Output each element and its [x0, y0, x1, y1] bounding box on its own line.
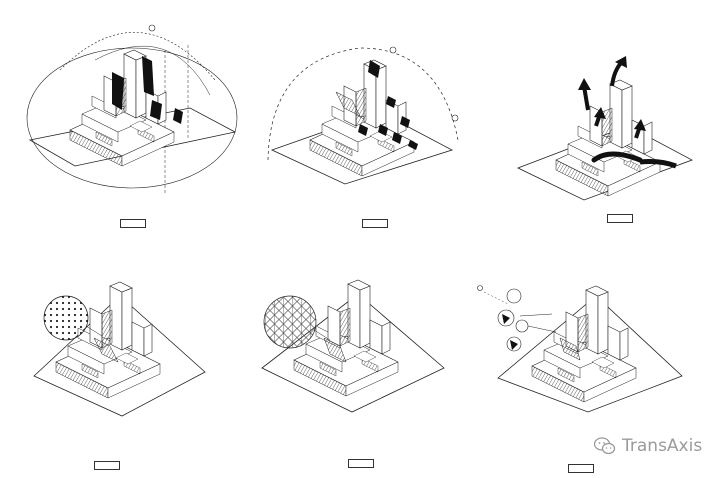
pattern-facade [559, 337, 581, 361]
caption-wind-flow [607, 214, 633, 223]
sun-ray [483, 291, 509, 305]
pattern-facade [93, 337, 119, 363]
exposure-block [358, 124, 368, 136]
module-detail [515, 319, 529, 333]
shadow-face [173, 108, 183, 124]
caption-facade-pattern-b [348, 459, 374, 468]
wechat-icon [594, 437, 616, 455]
panel-wind-flow [516, 56, 693, 201]
sun-icon [451, 114, 459, 122]
exposure-block [392, 132, 402, 144]
module-shade [502, 314, 510, 324]
exposed-facade [335, 91, 361, 117]
module-detail [506, 288, 522, 304]
exposure-block [378, 124, 388, 136]
leader-line [519, 313, 553, 317]
shadow-face [150, 100, 162, 120]
wind-arrowhead [594, 107, 606, 119]
building-massing [531, 285, 637, 403]
module-shade [510, 340, 518, 350]
watermark-text: TransAxis [622, 436, 703, 456]
leader-line [85, 325, 103, 337]
building-massing [309, 59, 415, 177]
sun-arc [59, 32, 216, 81]
building-massing [555, 79, 661, 197]
exposure-block [368, 60, 380, 78]
shadow-face [112, 72, 124, 110]
wind-arrowhead [578, 78, 591, 90]
exposure-block [400, 116, 410, 128]
sun-arc-secondary [94, 45, 211, 96]
caption-facade-modules [568, 464, 594, 473]
site-plane [261, 293, 445, 413]
wind-arrowhead [615, 56, 627, 68]
sun-icon [148, 24, 156, 32]
panel-solar-exposure [267, 46, 459, 185]
wind-arrow [639, 159, 677, 169]
shadow-face [142, 56, 154, 96]
caption-solar-exposure [362, 219, 388, 228]
pattern-detail-bubble [43, 295, 89, 341]
sun-orbit-ring [26, 47, 238, 189]
site-plane [497, 295, 683, 413]
pattern-facade [323, 337, 347, 363]
sun-icon [477, 285, 483, 291]
caption-sun-path [120, 219, 146, 228]
exposure-block [386, 96, 396, 108]
leader-line [527, 325, 557, 333]
panel-facade-pattern-b [261, 279, 445, 413]
wind-arrowhead [634, 119, 646, 131]
panel-sun-path [26, 24, 238, 195]
watermark: TransAxis [594, 436, 702, 456]
leader-line [313, 329, 331, 341]
sun-icon [389, 46, 397, 54]
exposure-block [408, 140, 418, 150]
panel-facade-pattern-a [33, 281, 206, 417]
panel-facade-modules [477, 285, 683, 413]
wind-arrow [591, 151, 643, 163]
pattern-detail-bubble [263, 295, 317, 349]
caption-facade-pattern-a [94, 461, 120, 470]
